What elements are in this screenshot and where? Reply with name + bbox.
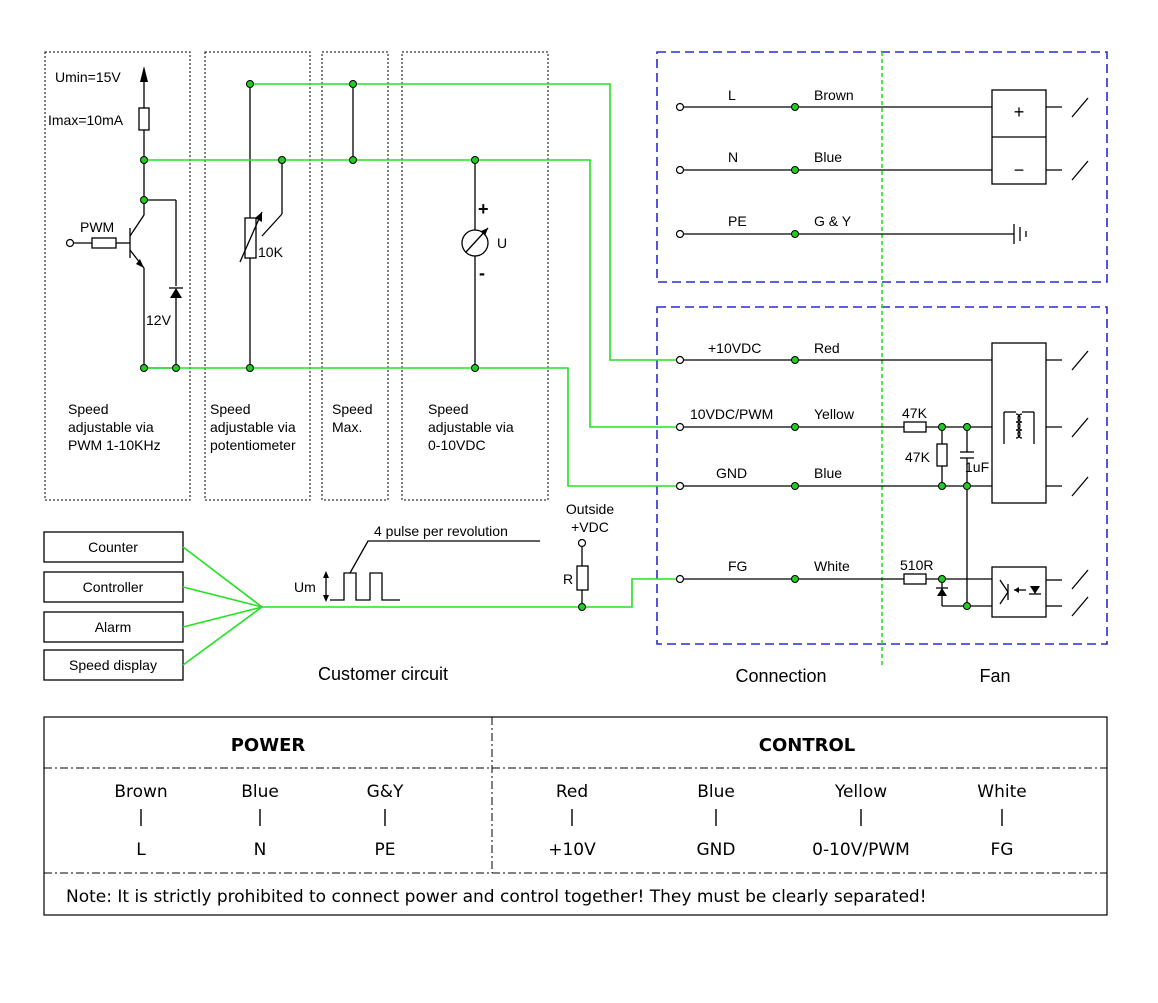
row-10vdc-signal: +10VDC	[708, 340, 761, 356]
row-fg-wire: White	[814, 558, 850, 574]
max-speed-panel	[321, 51, 389, 501]
transformer-icon	[1003, 411, 1035, 444]
caption-pwm: Speed adjustable via PWM 1-10KHz	[68, 401, 161, 453]
r47k-series-label: 47K	[902, 405, 928, 421]
power-rows	[675, 89, 1089, 244]
vdc-panel	[401, 51, 549, 501]
customer-circuit-label: Customer circuit	[318, 664, 448, 684]
control-col-1-color: Blue	[697, 782, 735, 802]
connection-label: Connection	[735, 666, 826, 686]
power-col-0-color: Brown	[114, 782, 167, 802]
imax-label: Imax=10mA	[48, 112, 124, 128]
control-header: CONTROL	[759, 735, 856, 756]
umin-label: Umin=15V	[55, 69, 121, 85]
imax-resistor	[138, 107, 150, 131]
alarm-box	[43, 611, 184, 643]
potentiometer-panel	[204, 51, 311, 501]
power-col-1-bar: |	[257, 807, 263, 827]
meter-label: U	[497, 235, 507, 251]
base-resistor	[91, 237, 117, 249]
potentiometer-circuit	[239, 84, 283, 368]
wire-color-table	[43, 716, 1108, 916]
row-gnd-signal: GND	[716, 465, 747, 481]
zener-label: 12V	[146, 312, 172, 328]
speed-display-label: Speed display	[69, 657, 157, 673]
zener-diode-icon	[170, 288, 182, 298]
pwm-label: PWM	[80, 219, 114, 235]
outside-vdc-label: +VDC	[571, 519, 609, 535]
counter-label: Counter	[88, 539, 138, 555]
pot-label: 10K	[258, 244, 284, 260]
r47k-shunt-label: 47K	[905, 449, 931, 465]
minus-label: -	[479, 263, 485, 283]
caption-vdc: Speed adjustable via 0-10VDC	[428, 401, 518, 453]
control-col-0-color: Red	[556, 782, 588, 802]
table-note: Note: It is strictly prohibited to conne…	[66, 887, 927, 907]
power-col-0-signal: L	[136, 840, 146, 860]
control-col-2-bar: |	[858, 807, 864, 827]
pulse-note: 4 pulse per revolution	[374, 523, 508, 539]
junction-dots	[140, 80, 479, 372]
control-col-3-color: White	[977, 782, 1026, 802]
power-col-1-signal: N	[254, 840, 267, 860]
row-pe-wire: G & Y	[814, 213, 852, 229]
speed-display-box	[43, 649, 184, 681]
control-col-2-signal: 0-10V/PWM	[812, 840, 910, 860]
row-n-wire: Blue	[814, 149, 842, 165]
cap-label: 1uF	[965, 459, 989, 475]
pulse-waveform	[323, 540, 540, 602]
control-rows	[675, 342, 1089, 618]
row-pwm-wire: Yellow	[814, 406, 855, 422]
row-10vdc-wire: Red	[814, 340, 840, 356]
power-col-2-bar: |	[382, 807, 388, 827]
power-col-2-signal: PE	[375, 840, 396, 860]
control-col-1-signal: GND	[697, 840, 736, 860]
pwm-panel	[44, 51, 191, 501]
pullup-resistor	[576, 538, 589, 611]
r510-label: 510R	[900, 557, 933, 573]
control-col-1-bar: |	[713, 807, 719, 827]
power-col-0-bar: |	[138, 807, 144, 827]
control-col-3-bar: |	[999, 807, 1005, 827]
row-pwm-signal: 10VDC/PWM	[690, 406, 773, 422]
row-gnd-wire: Blue	[814, 465, 842, 481]
control-col-2-color: Yellow	[834, 782, 887, 802]
control-col-0-signal: +10V	[548, 840, 596, 860]
row-l-signal: L	[728, 87, 736, 103]
outside-label: Outside	[566, 501, 614, 517]
resistor-47k-shunt	[936, 443, 948, 467]
um-label: Um	[294, 579, 316, 595]
controller-label: Controller	[83, 579, 144, 595]
psu-minus: −	[1014, 160, 1025, 180]
control-col-0-bar: |	[569, 807, 575, 827]
control-col-3-signal: FG	[991, 840, 1014, 860]
power-header: POWER	[231, 735, 306, 756]
row-n-signal: N	[728, 149, 738, 165]
fan-label: Fan	[979, 666, 1010, 686]
power-col-2-color: G&Y	[367, 782, 404, 802]
resistor-510r	[903, 573, 927, 585]
caption-pot: Speed adjustable via potentiometer	[210, 401, 300, 453]
alarm-label: Alarm	[95, 619, 132, 635]
customer-boxes	[43, 531, 184, 681]
customer-fanout	[182, 546, 263, 666]
r-label: R	[563, 571, 573, 587]
counter-box	[43, 531, 184, 563]
row-l-wire: Brown	[814, 87, 854, 103]
plus-label: +	[478, 199, 489, 219]
control-wires	[144, 83, 680, 608]
psu-plus: +	[1014, 102, 1025, 122]
caption-max: Speed Max.	[332, 401, 376, 435]
resistor-47k-series	[903, 421, 927, 433]
vdc-source	[461, 160, 489, 368]
row-fg-signal: FG	[728, 558, 747, 574]
row-pe-signal: PE	[728, 213, 747, 229]
power-col-1-color: Blue	[241, 782, 279, 802]
